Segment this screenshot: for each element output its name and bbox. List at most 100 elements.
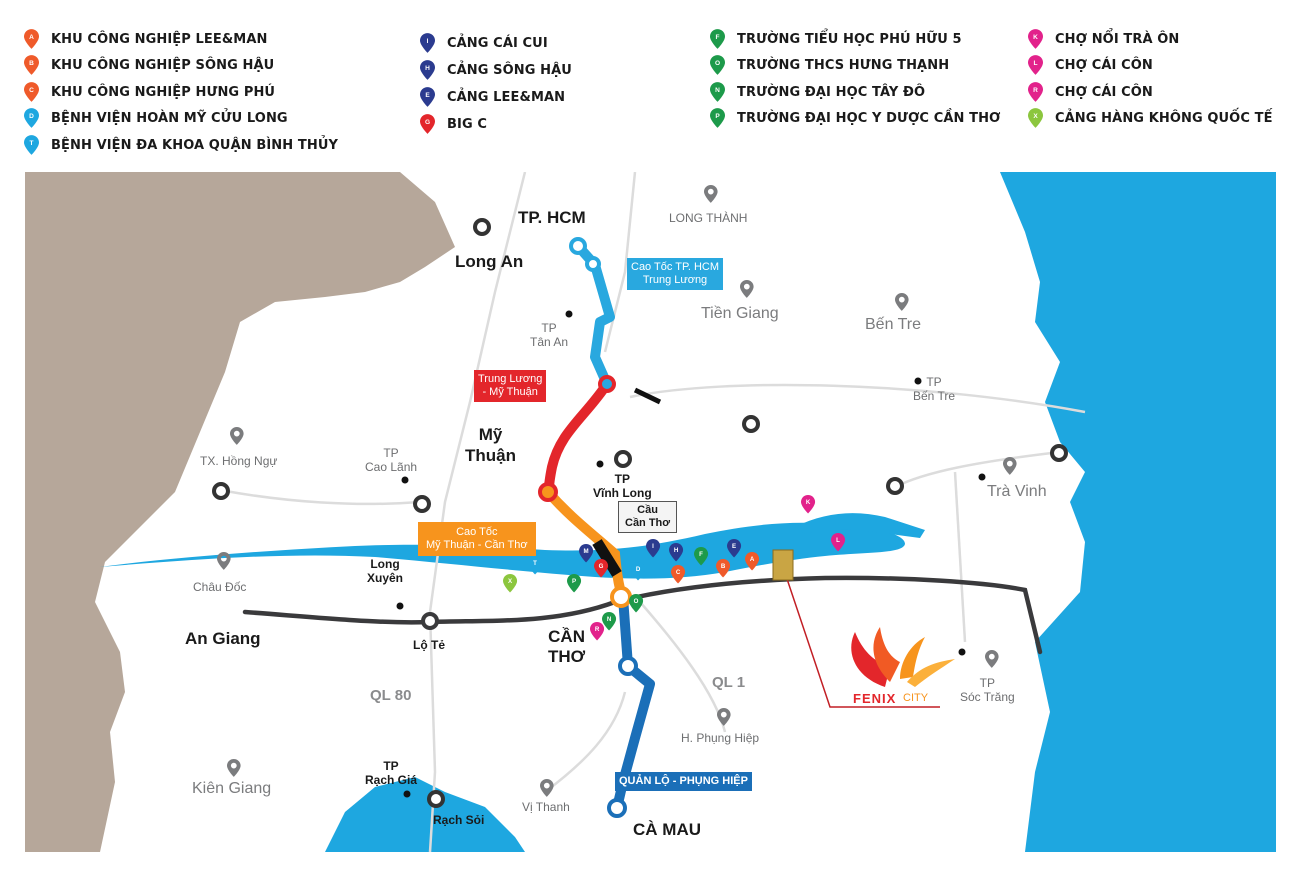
city-circle-caolanh — [413, 495, 431, 513]
svg-text:C: C — [29, 87, 34, 94]
road-socchang — [953, 471, 967, 643]
label-long-xuyen: Long Xuyên — [367, 557, 404, 585]
map-marker-icon — [717, 708, 731, 726]
map-marker-icon — [985, 650, 999, 668]
legend-label: TRƯỜNG THCS HƯNG THẠNH — [737, 57, 950, 73]
label-tp-tan-an: TP Tân An — [530, 321, 569, 349]
legend-item: R CHỢ CÁI CÔN — [1028, 81, 1153, 103]
label-can-tho: CẦN THƠ — [548, 627, 586, 666]
location-pin-icon: L — [1028, 55, 1043, 75]
poi-pin-a: A — [745, 552, 760, 571]
svg-text:R: R — [595, 626, 600, 633]
svg-text:A: A — [750, 556, 755, 563]
svg-text:P: P — [572, 578, 576, 585]
poi-pin-k: K — [801, 495, 816, 514]
location-pin-icon: R — [1028, 82, 1043, 102]
label-my-thuan: Mỹ Thuận — [465, 425, 516, 465]
fenix-logo-sub: CITY — [903, 692, 929, 704]
svg-text:T: T — [30, 140, 34, 147]
legend-label: KHU CÔNG NGHIỆP LEE&MAN — [51, 31, 268, 47]
legend-label: TRƯỜNG TIỂU HỌC PHÚ HỮU 5 — [737, 31, 962, 47]
svg-text:B: B — [721, 563, 726, 570]
svg-text:H: H — [425, 65, 430, 72]
map-marker-icon — [217, 552, 231, 570]
legend-label: CHỢ CÁI CÔN — [1055, 84, 1153, 100]
label-tp-ben-tre: TP Bến Tre — [913, 375, 956, 403]
city-circle-longan — [473, 218, 491, 236]
svg-text:X: X — [508, 578, 513, 585]
sea-southwest — [325, 777, 525, 852]
poi-pin-c: C — [671, 565, 686, 584]
legend-label: CẢNG LEE&MAN — [447, 89, 566, 105]
label-tp-vinh-long: TP Vĩnh Long — [593, 472, 652, 500]
sea-east — [1000, 172, 1276, 852]
legend-label: KHU CÔNG NGHIỆP SÔNG HẬU — [51, 57, 275, 73]
label-ql1: QL 1 — [712, 674, 746, 691]
route-cau-cantho — [592, 539, 622, 577]
legend-label: BIG C — [447, 116, 487, 132]
label-long-thanh: LONG THÀNH — [669, 211, 748, 225]
route-label-hcm-trung-luong: Cao Tốc TP. HCM Trung Lương — [627, 258, 724, 290]
location-pin-icon: C — [24, 82, 39, 102]
route-label-cau-can-tho: Cầu Cần Thơ — [618, 501, 678, 533]
city-circle-travinh-e — [1050, 444, 1068, 462]
location-pin-icon: N — [710, 82, 725, 102]
location-pin-icon: B — [24, 55, 39, 75]
location-pin-icon: X — [1028, 108, 1043, 128]
svg-text:G: G — [425, 119, 430, 126]
city-circle-travinh-w — [886, 477, 904, 495]
label-long-an: Long An — [455, 252, 524, 271]
label-tp-rach-gia: TP Rạch Giá — [365, 759, 418, 787]
map-marker-icon — [704, 185, 718, 203]
poi-pin-t: T — [528, 556, 543, 575]
svg-text:O: O — [715, 60, 720, 67]
label-h-phung-hiep: H. Phụng Hiệp — [681, 731, 760, 745]
bridge-mark — [633, 387, 662, 405]
dot-caolanh — [401, 476, 409, 484]
legend-label: BỆNH VIỆN HOÀN MỸ CỬU LONG — [51, 110, 288, 126]
svg-text:L: L — [836, 537, 840, 544]
legend-item: N TRƯỜNG ĐẠI HỌC TÂY ĐÔ — [710, 81, 925, 103]
node-hcm-1 — [569, 237, 587, 255]
poi-pin-m: M — [579, 544, 594, 563]
label-kien-giang: Kiên Giang — [192, 780, 272, 797]
svg-text:L: L — [1034, 60, 1038, 67]
node-mythuan — [538, 482, 558, 502]
location-pin-icon: T — [24, 135, 39, 155]
poi-pin-l: L — [831, 533, 846, 552]
road-trung — [603, 172, 637, 353]
map-marker-icon — [540, 779, 554, 797]
poi-pin-p: P — [567, 574, 582, 593]
svg-text:B: B — [29, 60, 34, 67]
location-pin-icon: F — [710, 29, 725, 49]
map-marker-icon — [1003, 457, 1017, 475]
dot-travinh — [978, 473, 986, 481]
city-circle-hongngu — [212, 482, 230, 500]
poi-pin-d: D — [631, 562, 646, 581]
legend-item: T BỆNH VIỆN ĐA KHOA QUẬN BÌNH THỦY — [24, 134, 338, 156]
map-marker-icon — [230, 427, 244, 445]
poi-pin-h: H — [669, 543, 684, 562]
svg-text:N: N — [607, 616, 612, 623]
label-ql80: QL 80 — [370, 687, 412, 704]
legend-label: BỆNH VIỆN ĐA KHOA QUẬN BÌNH THỦY — [51, 137, 339, 153]
node-cantho — [610, 586, 632, 608]
label-tra-vinh: Trà Vinh — [987, 483, 1047, 500]
svg-text:M: M — [583, 548, 588, 555]
dot-soctrang — [958, 648, 966, 656]
svg-text:F: F — [716, 34, 720, 41]
dot-longxuyen — [396, 602, 404, 610]
land-west — [25, 172, 455, 852]
svg-text:H: H — [674, 547, 679, 554]
road-longan — [428, 172, 527, 852]
legend-item: G BIG C — [420, 113, 487, 135]
legend-label: TRƯỜNG ĐẠI HỌC TÂY ĐÔ — [737, 84, 926, 100]
poi-pin-n: N — [602, 612, 617, 631]
svg-text:P: P — [715, 113, 720, 120]
label-ca-mau: CÀ MAU — [633, 820, 701, 839]
